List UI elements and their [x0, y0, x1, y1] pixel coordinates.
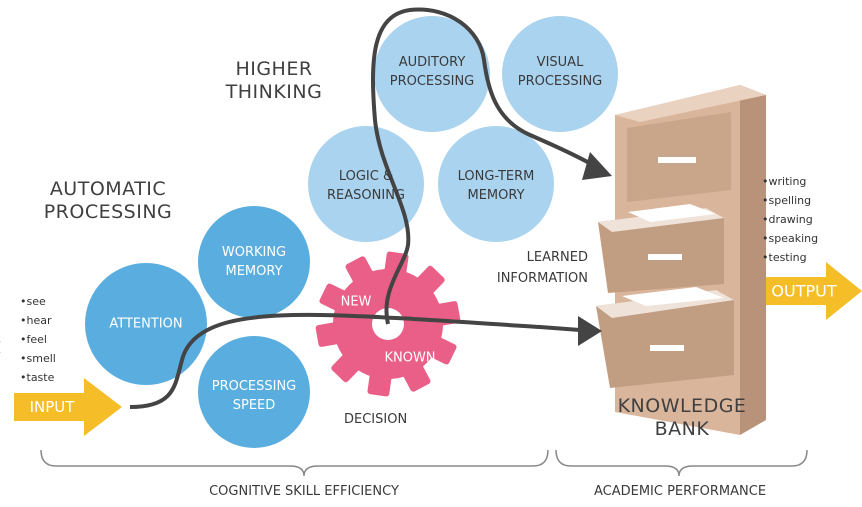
long-term-line1: LONG-TERM — [457, 169, 535, 184]
decision-label: DECISION — [344, 412, 408, 427]
list-item: testing — [762, 248, 818, 267]
long-term-memory-label: LONG-TERM MEMORY — [458, 167, 535, 205]
cognitive-skill-efficiency-label: COGNITIVE SKILL EFFICIENCY — [209, 484, 399, 499]
learned-information-label: LEARNED INFORMATION — [486, 247, 588, 289]
gear-known-label: KNOWN — [384, 350, 436, 366]
processing-speed-label: PROCESSING SPEED — [212, 377, 297, 415]
higher-heading-line1: HIGHER — [235, 58, 313, 80]
processing-speed-line1: PROCESSING — [211, 379, 297, 394]
output-arrow — [765, 262, 862, 320]
learned-line1: LEARNED — [526, 250, 588, 265]
list-item: smell — [20, 349, 56, 368]
list-item: see — [20, 292, 56, 311]
working-memory-bubble — [198, 206, 310, 318]
attention-label: ATTENTION — [109, 316, 183, 332]
auditory-processing-label: AUDITORY PROCESSING — [390, 53, 475, 91]
long-term-line2: MEMORY — [467, 188, 525, 203]
knowledge-heading-line1: KNOWLEDGE — [617, 395, 747, 417]
knowledge-heading-line2: BANK — [654, 417, 710, 440]
filing-cabinet — [596, 85, 766, 435]
automatic-processing-heading: AUTOMATIC PROCESSING — [22, 178, 194, 224]
visual-processing-bubble — [502, 16, 618, 132]
list-item: drawing — [762, 210, 818, 229]
cognitive-path-loop — [371, 7, 600, 325]
list-item: writing — [762, 172, 818, 191]
auditory-processing-bubble — [374, 16, 490, 132]
output-label: OUTPUT — [771, 281, 837, 301]
working-memory-line2: MEMORY — [225, 264, 283, 279]
input-senses-list: see hear feel smell taste — [20, 292, 56, 387]
academic-bracket — [555, 449, 808, 477]
working-memory-line1: WORKING — [221, 245, 287, 260]
gear-new-label: NEW — [340, 294, 372, 310]
list-item: spelling — [762, 191, 818, 210]
working-memory-label: WORKING MEMORY — [222, 243, 286, 281]
automatic-heading-line2: PROCESSING — [43, 200, 173, 223]
learned-line2: INFORMATION — [496, 271, 588, 286]
knowledge-bank-heading: KNOWLEDGE BANK — [590, 395, 774, 441]
list-item: speaking — [762, 229, 819, 248]
processing-speed-bubble — [198, 336, 310, 448]
input-label: INPUT — [29, 398, 75, 416]
path-arrowhead-main — [578, 316, 602, 346]
processing-speed-line2: SPEED — [232, 398, 276, 413]
list-item: taste — [20, 368, 56, 387]
list-item: hear — [20, 311, 56, 330]
higher-thinking-heading: HIGHER THINKING — [208, 58, 340, 104]
input-arrow — [14, 378, 122, 436]
logic-reasoning-label: LOGIC & REASONING — [327, 167, 405, 205]
visual-processing-label: VISUAL PROCESSING — [518, 53, 603, 91]
path-arrowhead-loop — [582, 152, 612, 180]
auditory-line2: PROCESSING — [389, 74, 475, 89]
cognitive-bracket — [40, 449, 549, 477]
attention-bubble — [85, 263, 207, 385]
higher-heading-line2: THINKING — [225, 80, 323, 103]
cognitive-path-main — [129, 312, 581, 409]
academic-performance-label: ACADEMIC PERFORMANCE — [593, 484, 767, 499]
logic-reasoning-bubble — [308, 126, 424, 242]
long-term-memory-bubble — [438, 126, 554, 242]
list-item: feel — [20, 330, 56, 349]
auditory-line1: AUDITORY — [398, 55, 466, 70]
logic-line1: LOGIC & — [338, 169, 394, 184]
logic-line2: REASONING — [327, 188, 405, 203]
output-skills-list: writing spelling drawing speaking testin… — [762, 172, 819, 267]
automatic-heading-line1: AUTOMATIC — [49, 178, 167, 200]
visual-line1: VISUAL — [536, 55, 584, 70]
visual-line2: PROCESSING — [517, 74, 603, 89]
